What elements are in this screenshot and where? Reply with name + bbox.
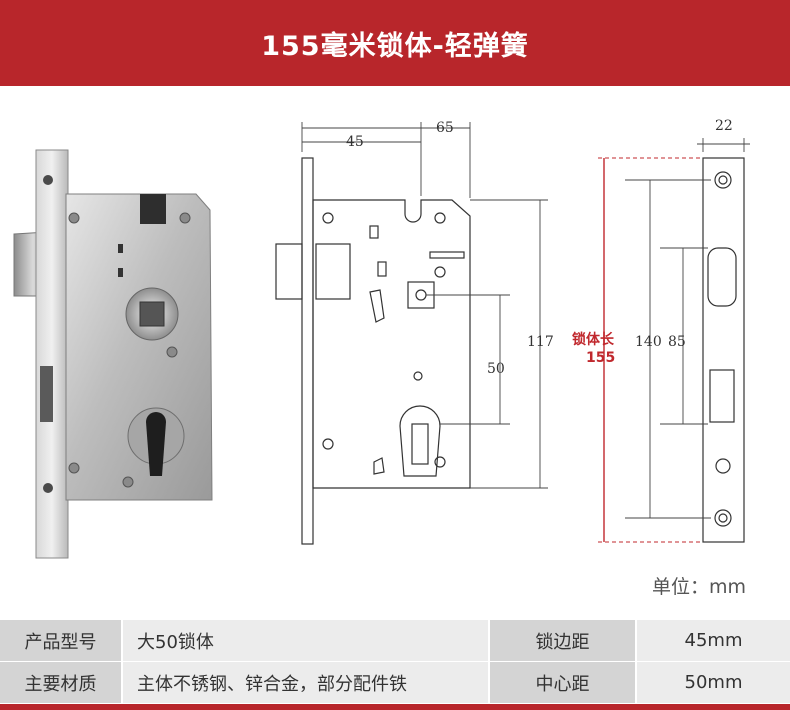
front-view-drawing xyxy=(275,157,471,545)
spec-row-model: 产品型号 大50锁体 锁边距 45mm xyxy=(0,620,790,661)
front-follower-center xyxy=(415,289,427,301)
case-notch xyxy=(140,194,166,224)
deadbolt-slot xyxy=(40,366,53,422)
spec-label-backset: 锁边距 xyxy=(490,620,635,661)
title-banner: 155毫米锁体-轻弹簧 xyxy=(0,0,790,86)
front-cylinder-inner xyxy=(411,423,429,465)
overall-length-dimension xyxy=(598,157,703,543)
side-latch-opening xyxy=(707,247,737,307)
figure-canvas: 65 45 117 50 22 140 85 锁体长 155 xyxy=(13,118,750,559)
product-figure: 65 45 117 50 22 140 85 锁体长 155 xyxy=(0,86,790,610)
case-screw-1 xyxy=(68,212,80,224)
front-screw-5 xyxy=(434,456,446,468)
plate-screw-hole-bottom xyxy=(43,483,53,493)
cylinder-hole xyxy=(146,412,166,476)
front-deadbolt-lever xyxy=(429,251,465,259)
case-screw-3 xyxy=(68,462,80,474)
front-cylinder-hole xyxy=(399,405,441,477)
front-latch-inner xyxy=(315,243,351,300)
front-screw-6 xyxy=(413,371,423,381)
front-cam xyxy=(369,289,385,323)
side-plate-outline xyxy=(702,157,745,543)
case-screw-4 xyxy=(122,476,134,488)
lock-length-value: 155 xyxy=(586,350,615,366)
lock-length-label: 锁体长 xyxy=(572,331,615,348)
lock-length-labels: 锁体长 155 xyxy=(572,331,615,366)
banner-title: 155毫米锁体-轻弹簧 xyxy=(261,30,529,62)
case-screw-2 xyxy=(179,212,191,224)
front-screw-2 xyxy=(434,212,446,224)
bottom-accent-rule xyxy=(0,704,790,710)
side-hole-middle xyxy=(715,458,731,474)
follower-square-hole xyxy=(139,301,165,327)
case-screw-5 xyxy=(166,346,178,358)
dimension-labels: 65 45 117 50 22 140 85 xyxy=(346,118,733,377)
unit-label: 单位：mm xyxy=(652,576,747,598)
spec-value-center-distance: 50mm xyxy=(637,662,790,703)
side-screw-hole-top-inner xyxy=(718,175,728,185)
front-stop xyxy=(373,457,385,475)
front-screw-3 xyxy=(434,266,446,278)
side-view-drawing xyxy=(702,157,745,543)
case-slot-1 xyxy=(118,244,123,253)
front-dimensions xyxy=(301,122,548,489)
front-case-outline xyxy=(312,199,471,489)
spec-table: 产品型号 大50锁体 锁边距 45mm 主要材质 主体不锈钢、锌合金，部分配件铁… xyxy=(0,620,790,710)
label-22: 22 xyxy=(715,118,733,134)
front-slot-2 xyxy=(369,225,379,239)
label-65: 65 xyxy=(436,120,454,136)
front-plate-outline xyxy=(301,157,314,545)
lock-body-photo xyxy=(13,149,213,559)
front-screw-1 xyxy=(322,212,334,224)
side-screw-hole-bottom-inner xyxy=(718,513,728,523)
label-45: 45 xyxy=(346,134,364,150)
front-screw-4 xyxy=(322,438,334,450)
label-85: 85 xyxy=(668,334,686,350)
side-screw-hole-top xyxy=(714,171,732,189)
plate-screw-hole-top xyxy=(43,175,53,185)
side-deadbolt-opening xyxy=(709,369,735,423)
spec-label-model: 产品型号 xyxy=(0,620,121,661)
spec-label-material: 主要材质 xyxy=(0,662,121,703)
label-117: 117 xyxy=(527,334,554,350)
label-140: 140 xyxy=(635,334,662,350)
spec-label-center-distance: 中心距 xyxy=(490,662,635,703)
spec-value-backset: 45mm xyxy=(637,620,790,661)
side-dimensions xyxy=(625,138,750,519)
spec-value-material: 主体不锈钢、锌合金，部分配件铁 xyxy=(123,662,488,703)
spec-value-model: 大50锁体 xyxy=(123,620,488,661)
front-slot-1 xyxy=(377,261,387,277)
face-plate xyxy=(35,149,69,559)
case-slot-2 xyxy=(118,268,123,277)
front-latch-outline xyxy=(275,243,303,300)
label-50: 50 xyxy=(487,361,505,377)
side-screw-hole-bottom xyxy=(714,509,732,527)
spec-row-material: 主要材质 主体不锈钢、锌合金，部分配件铁 中心距 50mm xyxy=(0,662,790,703)
